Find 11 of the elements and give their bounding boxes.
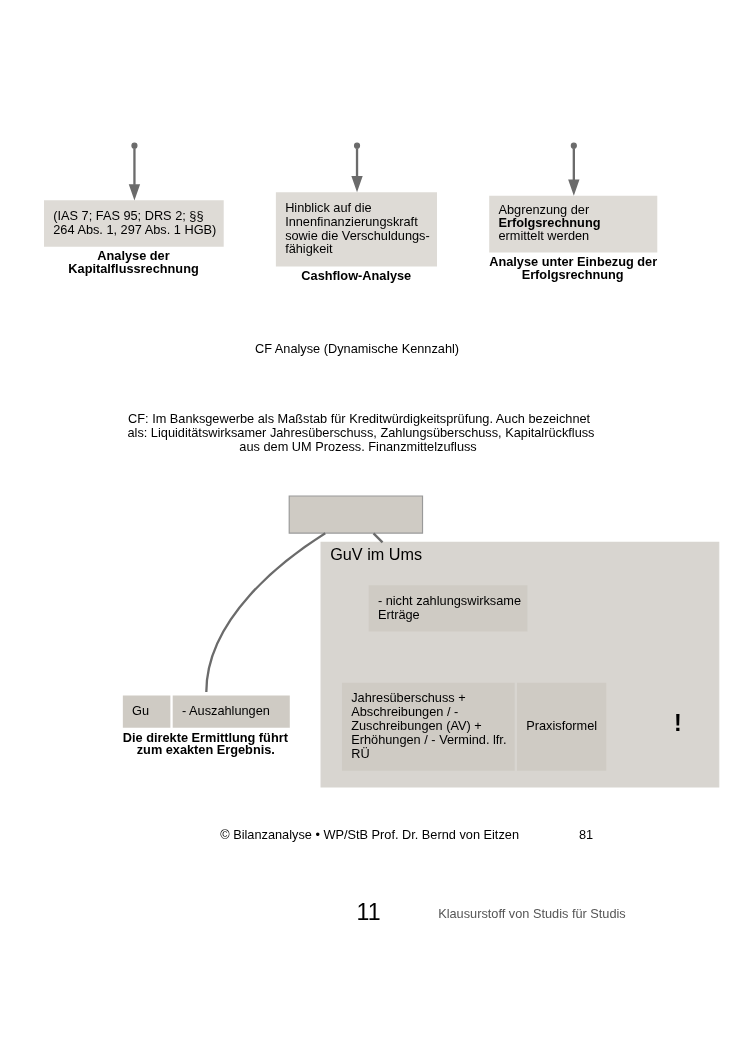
label: © Bilanzanalyse • WP/StB Prof. Dr. Bernd von Eitzen (220, 826, 519, 842)
label: Klausurstoff von Studis für Studis (438, 905, 626, 921)
node-label: Analyse der Kapitalflussrechnung (68, 248, 199, 277)
label: CF Analyse (Dynamische Kennzahl) (255, 341, 460, 357)
node-label: ! (674, 710, 682, 737)
node-label: Analyse unter Einbezug der Erfolgsrechnung (489, 254, 658, 282)
node-label: Cashflow-Analyse (301, 268, 412, 284)
node-label: Die direkte Ermittlung führt zum exakten Ergebnis. (122, 729, 288, 758)
label: CF: Im Banksgewerbe als Maßstab für Kreditwürdigkeitsprüfung. Auch bezeichnet als: Liquiditätswirksamer Jahresüberschuss, Zahlungsüberschuss, Kapitalrückfluss aus dem UM Prozess. Finanzmittelzufluss (127, 410, 595, 454)
label: 11 (356, 899, 381, 926)
label: 81 (579, 826, 594, 842)
